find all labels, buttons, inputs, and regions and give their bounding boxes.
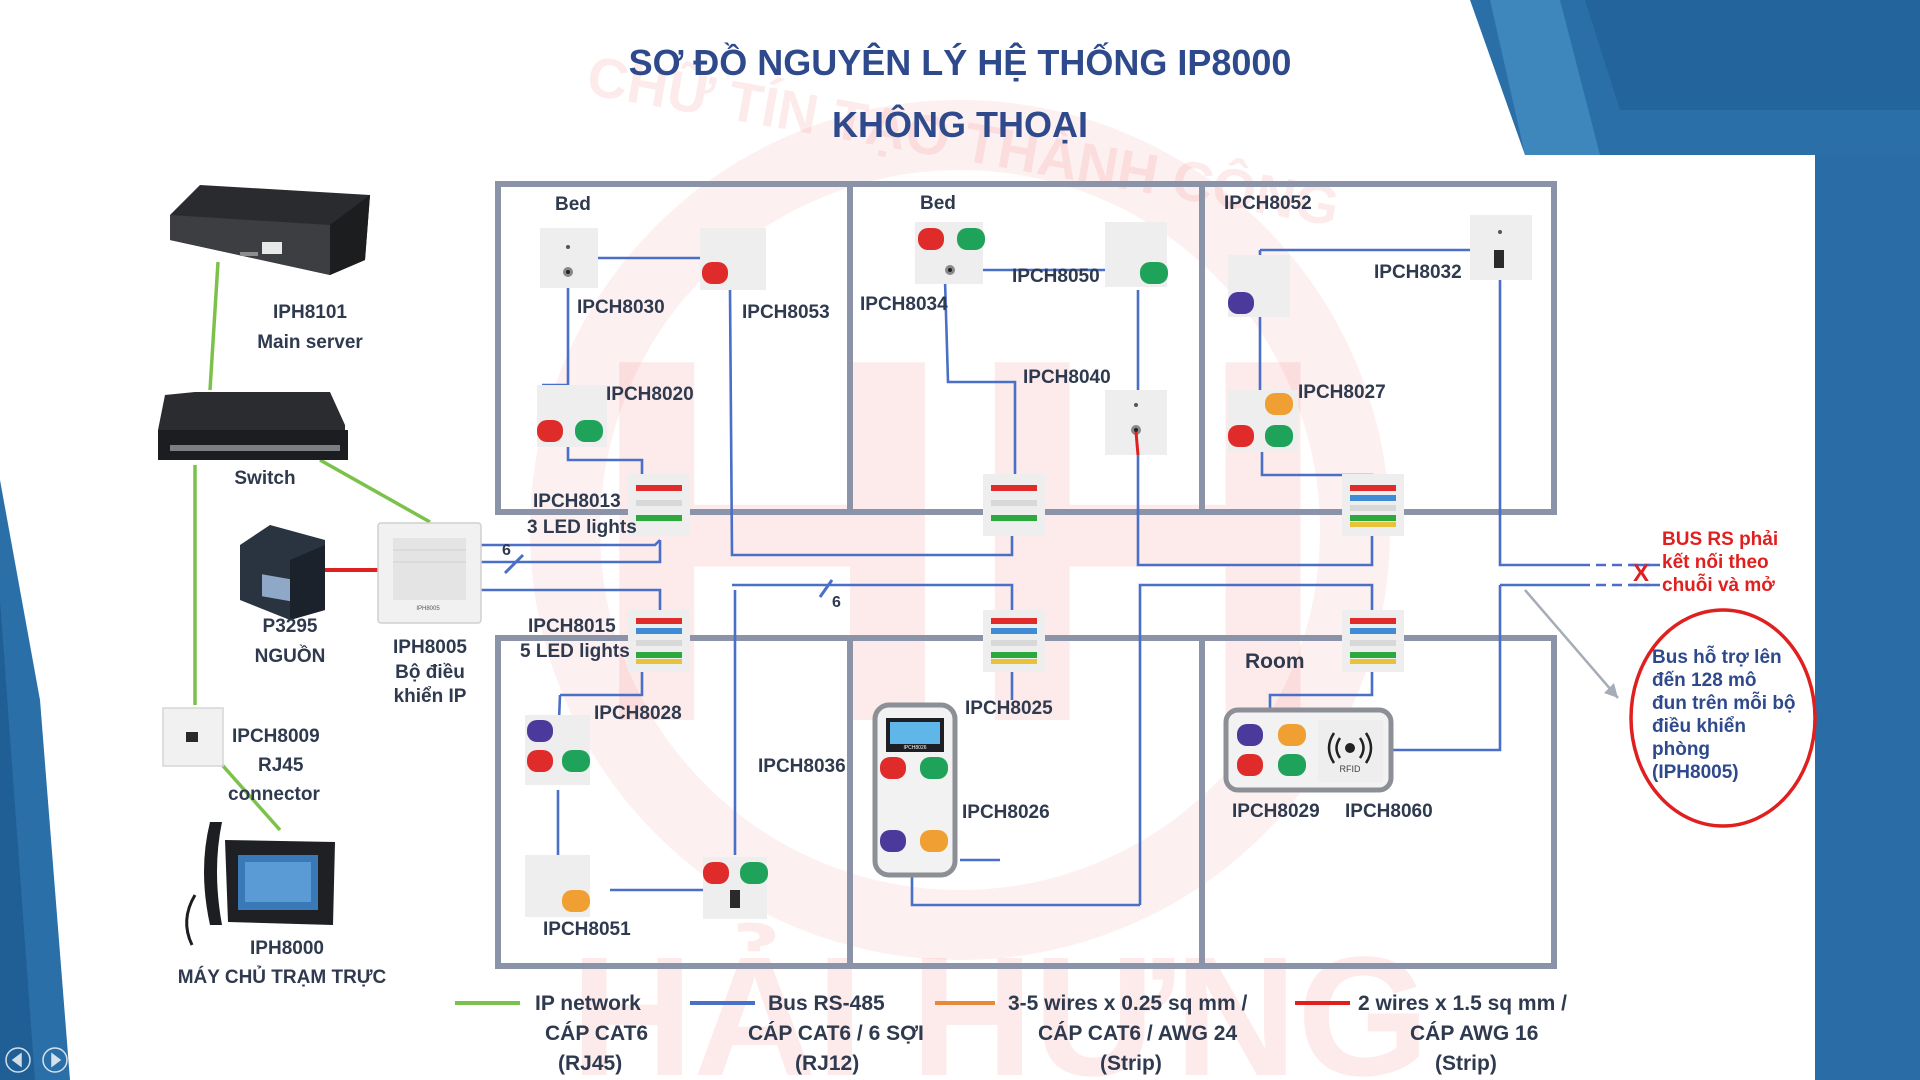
- pen-icon[interactable]: [80, 1047, 106, 1073]
- bus-note-line6: (IPH8005): [1652, 762, 1739, 783]
- bus-open-x: X: [1633, 560, 1649, 587]
- room2-label: Bed: [920, 193, 956, 214]
- label-ipch8036: IPCH8036: [758, 756, 846, 777]
- station-desc: MÁY CHỦ TRẠM TRỰC: [178, 966, 387, 988]
- switch-name: Switch: [234, 468, 295, 489]
- label-ipch8025: IPCH8025: [965, 698, 1053, 719]
- bus-note-red-line2: kết nối theo: [1662, 552, 1769, 573]
- bus-capacity-note: Bus hỗ trợ lên đến 128 mô đun trên mỗi b…: [1629, 608, 1817, 828]
- power-supply-device: [240, 525, 325, 620]
- legend-item-bus-rs485: Bus RS-485 CÁP CAT6 / 6 SỢI (RJ12): [690, 992, 924, 1075]
- bus-note-line5: phòng: [1652, 739, 1710, 760]
- presentation-toolbar: [5, 1047, 220, 1073]
- next-icon[interactable]: [42, 1047, 68, 1073]
- bus-note-line2: đến 128 mô: [1652, 670, 1757, 691]
- legend-power-line2: CÁP AWG 16: [1410, 1022, 1538, 1045]
- rj45-desc2: connector: [228, 784, 320, 805]
- switch-device: [158, 392, 348, 460]
- legend-item-signal-wires: 3-5 wires x 0.25 sq mm / CÁP CAT6 / AWG …: [935, 992, 1247, 1075]
- diagram-title-line2: KHÔNG THOẠI: [832, 103, 1088, 145]
- server-desc: Main server: [257, 332, 363, 353]
- controller-face-text: IPH8005: [416, 606, 440, 612]
- label-ipch8028: IPCH8028: [594, 703, 682, 724]
- power-desc: NGUỒN: [255, 645, 326, 667]
- controller-name: IPH8005: [393, 637, 467, 658]
- legend-signal-line3: (Strip): [1100, 1052, 1162, 1075]
- label-ipch8030: IPCH8030: [577, 297, 665, 318]
- power-name: P3295: [263, 616, 318, 637]
- room1-label: Bed: [555, 194, 591, 215]
- legend-bus-line2: CÁP CAT6 / 6 SỢI: [748, 1022, 924, 1045]
- legend-item-ip-network: IP network CÁP CAT6 (RJ45): [455, 992, 648, 1075]
- rj45-connector-device: [162, 707, 224, 767]
- cable-mark-1: 6: [502, 542, 511, 559]
- rj45-name: IPCH8009: [232, 726, 320, 747]
- legend: IP network CÁP CAT6 (RJ45) Bus RS-485 CÁ…: [455, 992, 1567, 1075]
- station-name: IPH8000: [250, 938, 324, 959]
- note-arrow: [1524, 589, 1619, 699]
- legend-power-line3: (Strip): [1435, 1052, 1497, 1075]
- watermark-logo-letters: HH: [584, 250, 1335, 831]
- legend-ip-line3: (RJ45): [558, 1052, 622, 1075]
- zoom-icon[interactable]: [156, 1047, 182, 1073]
- label-ipch8013: IPCH8013: [533, 491, 621, 512]
- label-ipch8013-desc: 3 LED lights: [527, 517, 637, 538]
- legend-ip-line1: IP network: [535, 992, 641, 1015]
- legend-item-power-wires: 2 wires x 1.5 sq mm / CÁP AWG 16 (Strip): [1295, 992, 1567, 1075]
- label-ipch8034: IPCH8034: [860, 294, 948, 315]
- more-icon[interactable]: [194, 1047, 220, 1073]
- label-ipch8026: IPCH8026: [962, 802, 1050, 823]
- legend-ip-line2: CÁP CAT6: [545, 1022, 648, 1045]
- room3-label: IPCH8052: [1224, 193, 1312, 214]
- diagram-title-line1: SƠ ĐỒ NGUYÊN LÝ HỆ THỐNG IP8000: [629, 41, 1292, 83]
- legend-bus-line1: Bus RS-485: [768, 992, 885, 1015]
- legend-signal-line2: CÁP CAT6 / AWG 24: [1038, 1022, 1237, 1045]
- cable-count-marks: 6 6: [502, 542, 841, 611]
- legend-signal-line1: 3-5 wires x 0.25 sq mm /: [1008, 992, 1247, 1015]
- label-ipch8015: IPCH8015: [528, 616, 616, 637]
- bus-note-red-line1: BUS RS phải: [1662, 529, 1778, 550]
- bus-note-line3: đun trên mỗi bộ: [1652, 692, 1796, 714]
- label-ipch8032: IPCH8032: [1374, 262, 1462, 283]
- lcd-text: IPCH8026: [903, 745, 926, 751]
- slides-icon[interactable]: [118, 1047, 144, 1073]
- server-device: [170, 185, 370, 275]
- room-devices: IPCH8026 RFID: [525, 215, 1532, 919]
- controller-desc2: khiển IP: [394, 686, 467, 707]
- server-name: IPH8101: [273, 302, 347, 323]
- rj45-desc1: RJ45: [258, 755, 304, 776]
- ip-controller-device: IPH8005: [377, 522, 482, 624]
- label-ipch8015-desc: 5 LED lights: [520, 641, 630, 662]
- label-ipch8029: IPCH8029: [1232, 801, 1320, 822]
- device-labels: IPCH8030 IPCH8053 IPCH8020 IPCH8013 3 LE…: [520, 262, 1462, 940]
- legend-bus-line3: (RJ12): [795, 1052, 859, 1075]
- label-ipch8040: IPCH8040: [1023, 367, 1111, 388]
- label-ipch8050: IPCH8050: [1012, 266, 1100, 287]
- bus-note-red-line3: chuỗi và mở: [1662, 574, 1775, 596]
- legend-power-line1: 2 wires x 1.5 sq mm /: [1358, 992, 1567, 1015]
- prev-icon[interactable]: [5, 1047, 31, 1073]
- bus-note-line1: Bus hỗ trợ lên: [1652, 646, 1782, 668]
- bus-note-line4: điều khiển: [1652, 716, 1746, 737]
- label-ipch8060: IPCH8060: [1345, 801, 1433, 822]
- label-ipch8051: IPCH8051: [543, 919, 631, 940]
- note-arrow-head: [1604, 683, 1618, 698]
- room6-label: Room: [1245, 650, 1305, 673]
- rfid-text: RFID: [1340, 764, 1361, 774]
- label-ipch8053: IPCH8053: [742, 302, 830, 323]
- label-ipch8020: IPCH8020: [606, 384, 694, 405]
- controller-desc1: Bộ điều: [395, 662, 465, 683]
- bus-open-end-lines: [1580, 563, 1650, 587]
- ip-phone-station-device: [185, 822, 335, 946]
- cable-mark-2: 6: [832, 594, 841, 611]
- label-ipch8027: IPCH8027: [1298, 382, 1386, 403]
